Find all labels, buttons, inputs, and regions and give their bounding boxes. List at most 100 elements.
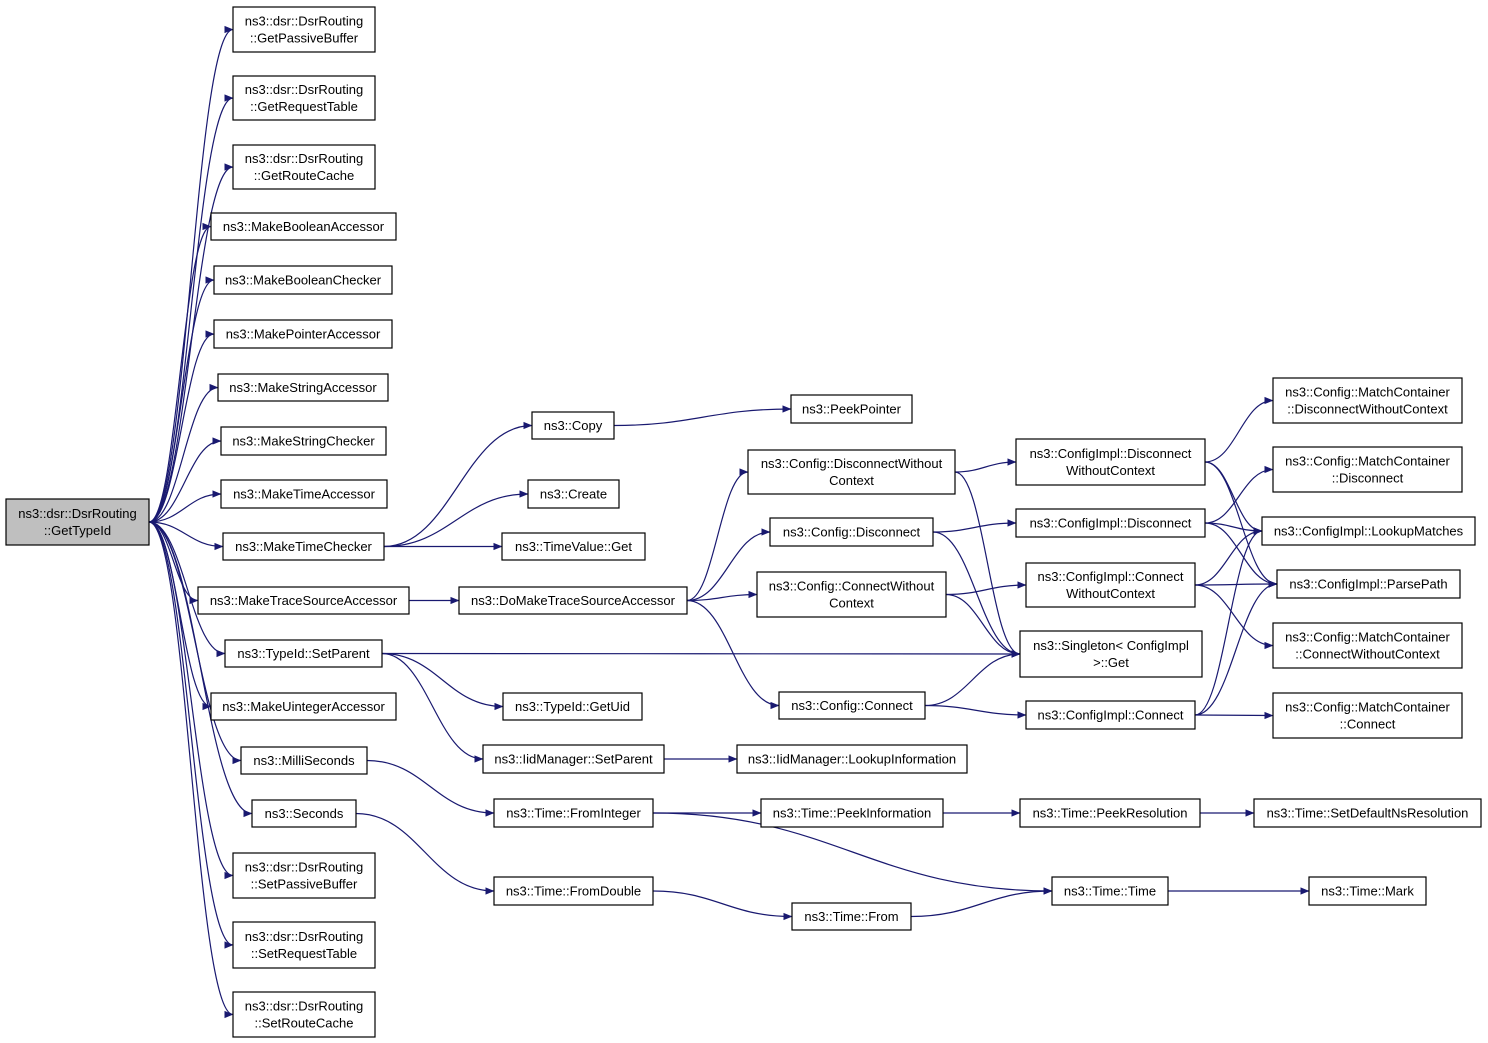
node-label: ns3::Seconds [265,806,344,821]
node-create[interactable]: ns3::Create [527,479,620,509]
node-label: ns3::Time::FromDouble [506,884,641,899]
node-label: ::SetRouteCache [254,1016,353,1031]
node-getPassiveBuffer[interactable]: ns3::dsr::DsrRouting::GetPassiveBuffer [232,6,376,53]
node-root[interactable]: ns3::dsr::DsrRouting::GetTypeId [5,498,150,546]
node-setDefaultNsResolution[interactable]: ns3::Time::SetDefaultNsResolution [1253,798,1482,828]
node-timeFrom[interactable]: ns3::Time::From [791,902,912,931]
node-mcConnectWithoutContext[interactable]: ns3::Config::MatchContainer::ConnectWith… [1272,622,1463,669]
node-box [222,532,385,561]
node-label: ns3::MakeStringChecker [232,434,375,449]
node-configDisconnectWithoutContext[interactable]: ns3::Config::DisconnectWithoutContext [747,449,956,495]
node-timeTime[interactable]: ns3::Time::Time [1051,876,1169,906]
node-configConnect[interactable]: ns3::Config::Connect [778,691,926,720]
node-label: ns3::ConfigImpl::LookupMatches [1274,524,1464,539]
node-label: ::Connect [1340,717,1396,732]
node-makeStringAccessor[interactable]: ns3::MakeStringAccessor [217,373,389,402]
node-timeMark[interactable]: ns3::Time::Mark [1308,876,1427,906]
node-configDisconnect[interactable]: ns3::Config::Disconnect [769,517,934,547]
node-implDisconnect[interactable]: ns3::ConfigImpl::Disconnect [1015,508,1206,538]
node-label: ns3::Config::Disconnect [783,525,921,540]
node-label: ns3::IidManager::LookupInformation [748,752,956,767]
node-timeValueGet[interactable]: ns3::TimeValue::Get [501,532,646,561]
node-label: ns3::MakeTimeAccessor [233,487,376,502]
node-mcConnect[interactable]: ns3::Config::MatchContainer::Connect [1272,692,1463,739]
node-label: ns3::ConfigImpl::Disconnect [1030,446,1192,461]
node-getRouteCache[interactable]: ns3::dsr::DsrRouting::GetRouteCache [232,144,376,190]
node-implConnectWithoutContext[interactable]: ns3::ConfigImpl::ConnectWithoutContext [1025,562,1196,608]
edge-doMakeTraceSourceAccessor-to-configConnectWithoutContext [686,590,758,602]
node-timeFromInteger[interactable]: ns3::Time::FromInteger [493,798,654,828]
node-timePeekResolution[interactable]: ns3::Time::PeekResolution [1019,798,1201,828]
node-makeTraceSourceAccessor[interactable]: ns3::MakeTraceSourceAccessor [197,586,410,615]
node-configConnectWithoutContext[interactable]: ns3::Config::ConnectWithoutContext [756,571,947,618]
edge-root-to-makeTimeChecker [148,521,224,551]
node-label: ns3::TimeValue::Get [515,539,632,554]
node-label: ns3::dsr::DsrRouting [245,929,364,944]
edge-configConnectWithoutContext-to-implConnectWithoutContext [945,581,1027,596]
node-doMakeTraceSourceAccessor[interactable]: ns3::DoMakeTraceSourceAccessor [458,586,688,615]
edge-root-to-setPassiveBuffer [148,521,234,880]
node-mcDisconnect[interactable]: ns3::Config::MatchContainer::Disconnect [1272,446,1463,493]
node-box [1308,876,1427,906]
node-mcDisconnectWithoutContext[interactable]: ns3::Config::MatchContainer::DisconnectW… [1272,377,1463,424]
edge-doMakeTraceSourceAccessor-to-configDisconnectWithoutContext [686,468,749,602]
node-makeBooleanAccessor[interactable]: ns3::MakeBooleanAccessor [210,212,397,241]
node-label: ns3::MakeStringAccessor [229,380,377,395]
node-setRequestTable[interactable]: ns3::dsr::DsrRouting::SetRequestTable [232,921,376,969]
node-timeFromDouble[interactable]: ns3::Time::FromDouble [493,876,654,906]
node-milliSeconds[interactable]: ns3::MilliSeconds [240,746,368,775]
node-singletonGet[interactable]: ns3::Singleton< ConfigImpl>::Get [1019,630,1203,678]
edge-doMakeTraceSourceAccessor-to-configConnect [686,599,780,710]
node-box [232,144,376,190]
node-label: ns3::Time::From [804,909,898,924]
node-parsePath[interactable]: ns3::ConfigImpl::ParsePath [1276,569,1461,599]
edge-makeTimeChecker-to-create [383,490,529,548]
node-lookupMatches[interactable]: ns3::ConfigImpl::LookupMatches [1261,516,1476,546]
node-label: ns3::Time::Mark [1321,884,1414,899]
node-timePeekInformation[interactable]: ns3::Time::PeekInformation [760,798,944,828]
edge-configDisconnectWithoutContext-to-implDisconnectWithoutContext [954,458,1017,473]
node-makePointerAccessor[interactable]: ns3::MakePointerAccessor [213,319,393,349]
node-box [747,449,956,495]
edge-root-to-getRequestTable [148,94,234,523]
node-implConnect[interactable]: ns3::ConfigImpl::Connect [1025,700,1196,730]
node-label: ::Disconnect [1332,471,1404,486]
node-label: ns3::IidManager::SetParent [494,752,653,767]
node-getRequestTable[interactable]: ns3::dsr::DsrRouting::GetRequestTable [232,75,376,121]
node-peekPointer[interactable]: ns3::PeekPointer [790,394,913,424]
node-label: ::GetRequestTable [250,99,358,114]
node-makeStringChecker[interactable]: ns3::MakeStringChecker [220,426,387,456]
node-makeUintegerAccessor[interactable]: ns3::MakeUintegerAccessor [210,692,397,721]
node-label: ns3::Copy [544,418,603,433]
node-box [1025,700,1196,730]
node-box [1272,692,1463,739]
node-setRouteCache[interactable]: ns3::dsr::DsrRouting::SetRouteCache [232,991,376,1038]
edge-configDisconnect-to-implDisconnect [932,519,1017,533]
node-typeIdSetParent[interactable]: ns3::TypeId::SetParent [224,639,383,668]
edge-implDisconnect-to-parsePath [1204,522,1278,588]
node-label: ns3::Config::MatchContainer [1285,630,1450,645]
node-makeBooleanChecker[interactable]: ns3::MakeBooleanChecker [213,265,393,295]
node-label: ns3::MakeTimeChecker [235,539,372,554]
edge-typeIdSetParent-to-typeIdGetUid [381,652,504,711]
edge-configDisconnectWithoutContext-to-singletonGet [954,471,1021,658]
node-label: ns3::dsr::DsrRouting [245,82,364,97]
node-label: ns3::TypeId::GetUid [515,699,630,714]
node-iidManagerSetParent[interactable]: ns3::IidManager::SetParent [482,744,665,774]
node-box [1272,446,1463,493]
node-copy[interactable]: ns3::Copy [531,411,615,440]
node-box [232,6,376,53]
edge-doMakeTraceSourceAccessor-to-configDisconnect [686,528,771,602]
node-box [251,799,357,828]
node-makeTimeChecker[interactable]: ns3::MakeTimeChecker [222,532,385,561]
edge-configConnect-to-implConnect [924,704,1027,719]
node-makeTimeAccessor[interactable]: ns3::MakeTimeAccessor [220,479,388,509]
node-typeIdGetUid[interactable]: ns3::TypeId::GetUid [502,692,643,721]
node-label: ns3::MakeUintegerAccessor [222,699,385,714]
node-label: ns3::TypeId::SetParent [237,646,370,661]
node-iidManagerLookupInformation[interactable]: ns3::IidManager::LookupInformation [736,744,968,774]
node-implDisconnectWithoutContext[interactable]: ns3::ConfigImpl::DisconnectWithoutContex… [1015,438,1206,486]
node-setPassiveBuffer[interactable]: ns3::dsr::DsrRouting::SetPassiveBuffer [232,852,376,899]
node-label: ::DisconnectWithoutContext [1287,402,1448,417]
node-seconds[interactable]: ns3::Seconds [251,799,357,828]
